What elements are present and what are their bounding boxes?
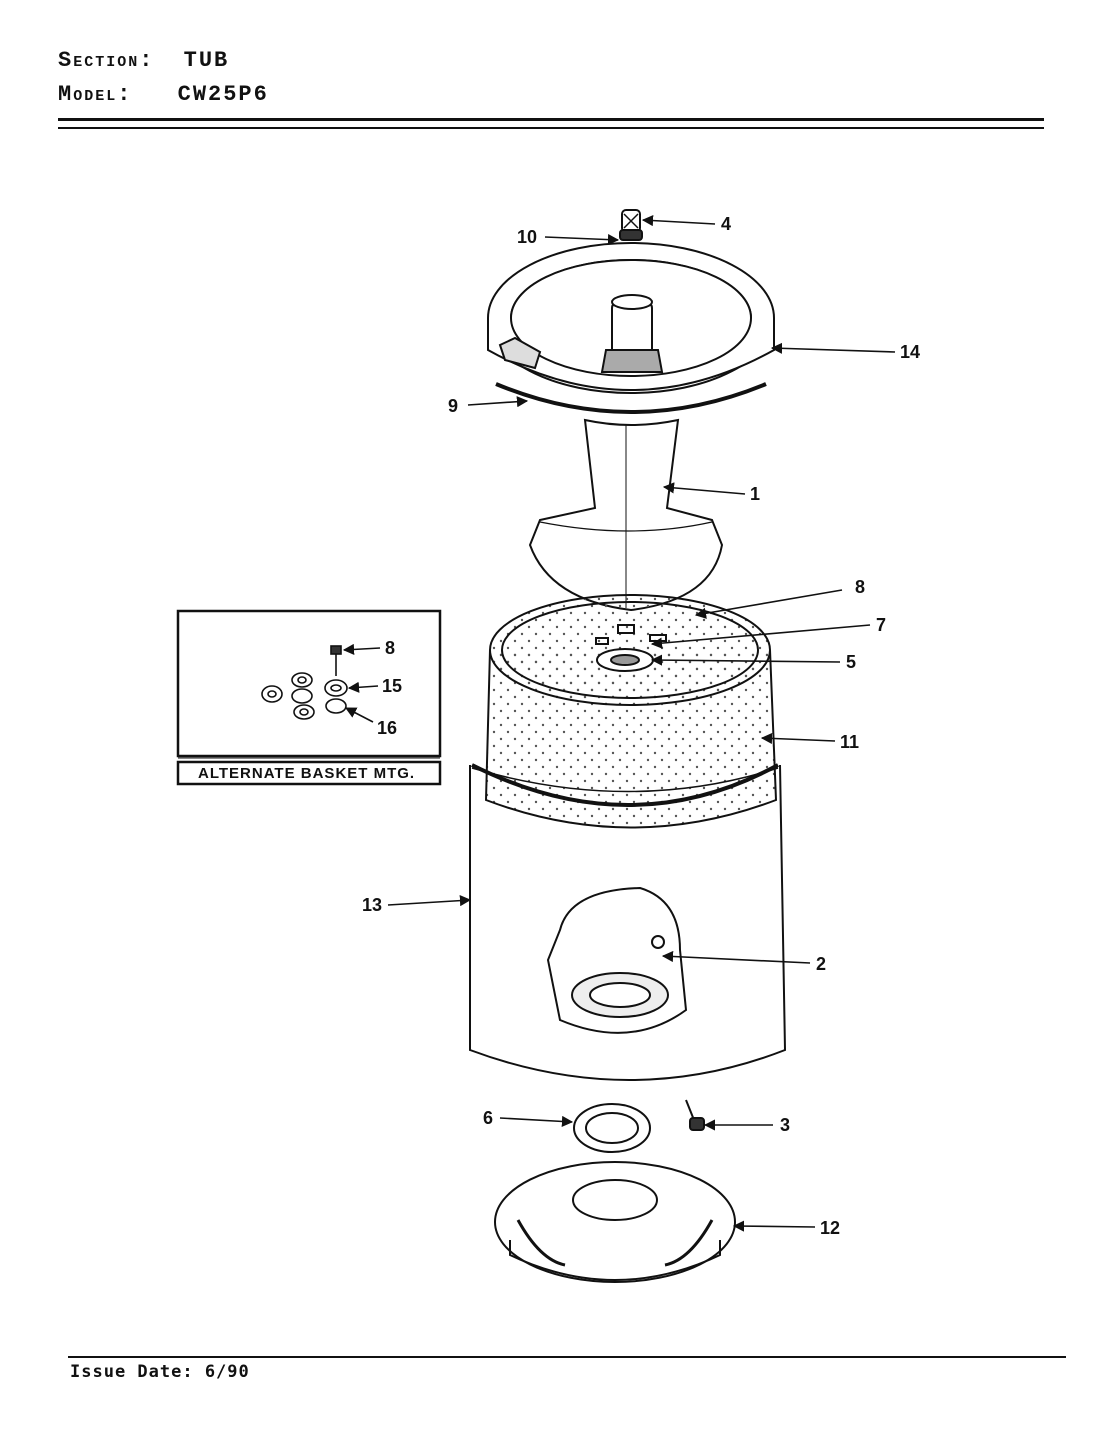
callout-10: 10 (517, 227, 537, 247)
callout-1: 1 (750, 484, 760, 504)
model-heading: Model: CW25P6 (58, 82, 269, 107)
leader-5 (650, 654, 841, 666)
section-heading: Section: TUB (58, 48, 229, 73)
part-bolt (685, 1099, 705, 1131)
callout-9: 9 (448, 396, 458, 416)
part-outer-tub (469, 763, 787, 1081)
leader-2 (661, 950, 811, 964)
inset-alternate-basket-mtg: 8 15 16 ALTERNATE BASKET MTG. (176, 609, 442, 786)
model-key: Model: (58, 82, 133, 107)
callout-5: 5 (846, 652, 856, 672)
callout-11: 11 (840, 732, 859, 752)
header-rule-bottom (58, 127, 1044, 129)
footer-rule (68, 1356, 1066, 1358)
inset-callout-16: 16 (377, 718, 397, 738)
inset-leader-15 (347, 681, 379, 693)
callout-4: 4 (721, 214, 731, 234)
callout-13: 13 (362, 895, 382, 915)
part-agitator (528, 418, 724, 612)
header-rule-top (58, 118, 1044, 121)
part-basket (484, 594, 778, 829)
model-value: CW25P6 (177, 82, 269, 107)
inset-leader-16 (345, 707, 374, 723)
leader-10 (544, 233, 620, 246)
leader-13 (387, 895, 472, 907)
leader-7 (650, 624, 871, 649)
callout-2: 2 (816, 954, 826, 974)
leader-6 (499, 1115, 574, 1128)
part-hub-shaft (600, 294, 664, 373)
section-value: TUB (183, 48, 230, 73)
leader-1 (662, 482, 746, 495)
callout-12: 12 (820, 1218, 840, 1238)
leader-8 (694, 589, 843, 619)
callout-8: 8 (855, 577, 865, 597)
part-base-plate (494, 1161, 736, 1283)
section-key: Section: (58, 48, 155, 73)
inset-callout-15: 15 (382, 676, 402, 696)
inset-callout-8: 8 (385, 638, 395, 658)
inset-caption: ALTERNATE BASKET MTG. (198, 765, 415, 782)
part-gasket (495, 382, 767, 414)
inset-leader-8 (342, 643, 381, 656)
leader-11 (760, 732, 836, 745)
leader-12 (732, 1220, 816, 1232)
leader-4 (641, 214, 716, 227)
callout-6: 6 (483, 1108, 493, 1128)
callout-3: 3 (780, 1115, 790, 1135)
part-seal (573, 1103, 651, 1153)
leader-14 (770, 342, 896, 354)
part-nut (619, 209, 643, 241)
callout-7: 7 (876, 615, 886, 635)
callout-14: 14 (900, 342, 920, 362)
leader-9 (467, 396, 529, 408)
issue-date: Issue Date: 6/90 (70, 1362, 250, 1382)
